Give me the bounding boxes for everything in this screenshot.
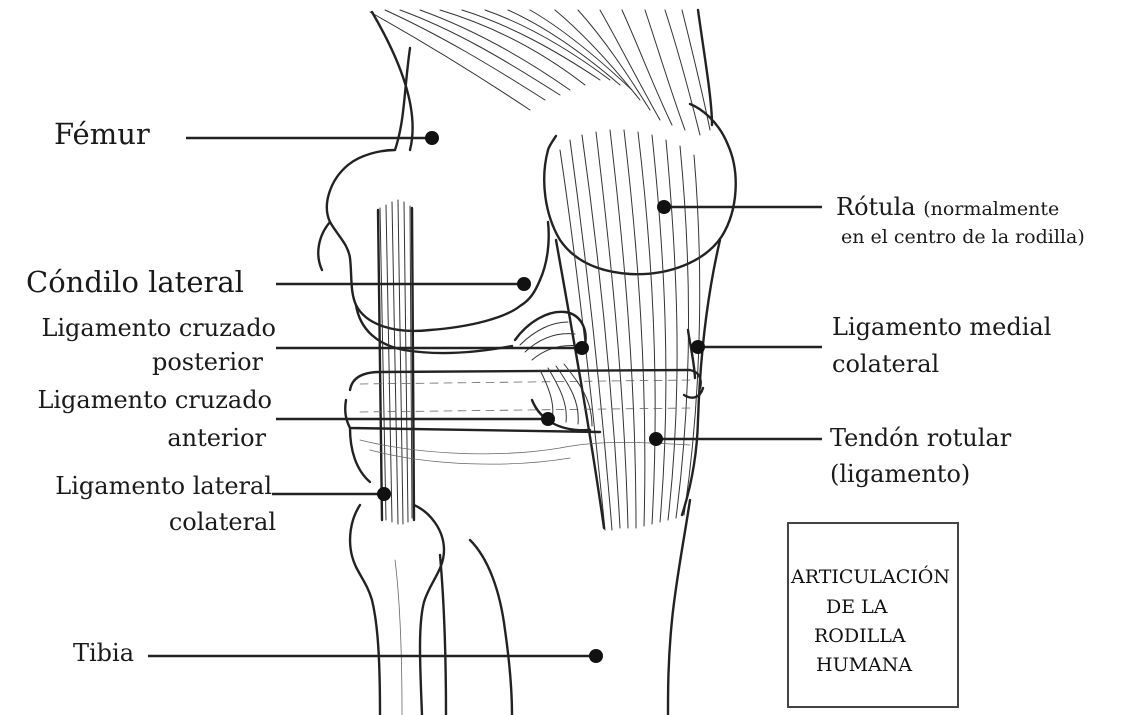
label-llc-line1: Ligamento lateral — [55, 474, 272, 498]
label-tendon-line1: Tendón rotular — [830, 426, 1011, 450]
title-line-3: RODILLA — [814, 627, 906, 646]
label-lmc-line1: Ligamento medial — [832, 315, 1051, 339]
dot-tendon — [649, 432, 663, 446]
label-lmc-line2: colateral — [832, 352, 939, 376]
title-box: ARTICULACIÓN DE LA RODILLA HUMANA — [787, 522, 959, 708]
title-line-2: DE LA — [826, 598, 887, 617]
label-rotula: Rótula (normalmente — [836, 195, 1059, 219]
label-tendon-line2: (ligamento) — [830, 462, 970, 486]
tibia-bone — [440, 500, 690, 715]
meniscus — [345, 370, 700, 482]
label-femur: Fémur — [54, 120, 150, 149]
label-rotula-main: Rótula — [836, 193, 916, 221]
label-condilo-lateral: Cóndilo lateral — [26, 268, 244, 297]
patellar-tendon — [556, 130, 720, 530]
label-lcp-line2: posterior — [152, 350, 263, 374]
dot-rotula — [657, 200, 671, 214]
fibula-bone — [350, 505, 444, 715]
title-line-1: ARTICULACIÓN — [791, 568, 950, 587]
dot-lmc — [691, 340, 705, 354]
title-line-4: HUMANA — [816, 656, 912, 675]
label-tibia: Tibia — [73, 641, 134, 665]
label-lca-line2: anterior — [167, 426, 266, 450]
patella-bone — [544, 104, 735, 274]
label-lca-line1: Ligamento cruzado — [37, 388, 272, 412]
label-llc-line2: colateral — [169, 510, 276, 534]
dot-lca — [541, 412, 555, 426]
femur-bone — [318, 48, 548, 353]
dot-llc — [377, 487, 391, 501]
dot-condilo — [517, 277, 531, 291]
label-lcp-line1: Ligamento cruzado — [41, 316, 276, 340]
label-rotula-note-2: en el centro de la rodilla) — [841, 228, 1085, 247]
quadriceps-muscle — [370, 10, 712, 150]
lateral-collateral-ligament — [378, 200, 414, 524]
dot-femur — [425, 131, 439, 145]
dot-tibia — [589, 649, 603, 663]
dot-lcp — [575, 341, 589, 355]
label-rotula-note-1: (normalmente — [923, 198, 1059, 220]
